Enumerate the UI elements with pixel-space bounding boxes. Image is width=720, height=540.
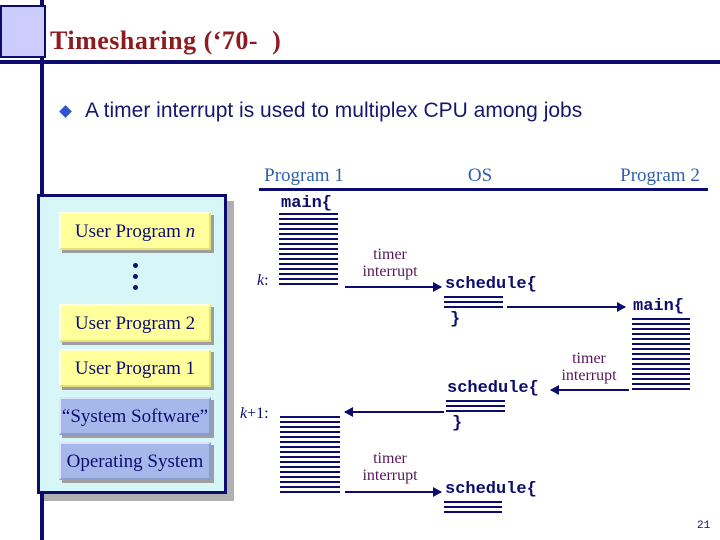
memory-box-user-program-n: User Program n <box>59 212 211 250</box>
column-header-program2: Program 2 <box>620 165 700 186</box>
column-header-os: OS <box>467 165 493 186</box>
column-header-underline <box>259 188 708 191</box>
hatch-block-main-1 <box>279 213 338 287</box>
hatch-block-schedule-1 <box>444 296 503 310</box>
arrow-p1-to-os-2 <box>345 487 442 497</box>
timer-interrupt-label-3: timer interrupt <box>362 450 418 484</box>
code-label-schedule-2: schedule{ <box>447 379 539 398</box>
column-header-program1: Program 1 <box>264 165 344 186</box>
hatch-block-schedule-3 <box>444 501 502 514</box>
timer-interrupt-label-1: timer interrupt <box>362 246 418 280</box>
code-label-main-2: main{ <box>633 297 685 316</box>
memory-box-user-program-2: User Program 2 <box>59 304 211 342</box>
code-label-main-1: main{ <box>281 194 333 213</box>
code-label-brace-2: } <box>452 414 463 433</box>
hatch-block-k1 <box>280 416 340 493</box>
timer-interrupt-label-2: timer interrupt <box>561 350 617 384</box>
bullet-text: A timer interrupt is used to multiplex C… <box>85 99 583 122</box>
code-label-brace-1: } <box>450 310 461 329</box>
memory-box-system-software: “System Software” <box>59 397 211 435</box>
hatch-block-schedule-2 <box>446 400 505 414</box>
ellipsis-dots <box>133 263 139 296</box>
page-number: 21 <box>697 520 711 532</box>
bullet-diamond-icon <box>59 105 72 118</box>
arrow-p1-to-os-1 <box>345 282 442 292</box>
code-label-schedule-3: schedule{ <box>445 480 537 499</box>
slide-title: Timesharing (‘70- ) <box>50 26 282 55</box>
hatch-block-main-2 <box>632 318 690 393</box>
memory-panel: User Program n User Program 2 User Progr… <box>37 194 227 494</box>
memory-box-operating-system: Operating System <box>59 442 211 480</box>
arrow-os-to-p1 <box>344 407 444 417</box>
title-underline <box>0 60 720 64</box>
k1-label: k+1: <box>240 405 269 422</box>
code-label-schedule-1: schedule{ <box>445 275 537 294</box>
arrow-os-to-p2 <box>507 302 626 312</box>
arrow-p2-to-os <box>550 385 629 395</box>
k-label: k: <box>257 272 269 289</box>
corner-square <box>0 5 46 58</box>
memory-box-user-program-1: User Program 1 <box>59 349 211 387</box>
